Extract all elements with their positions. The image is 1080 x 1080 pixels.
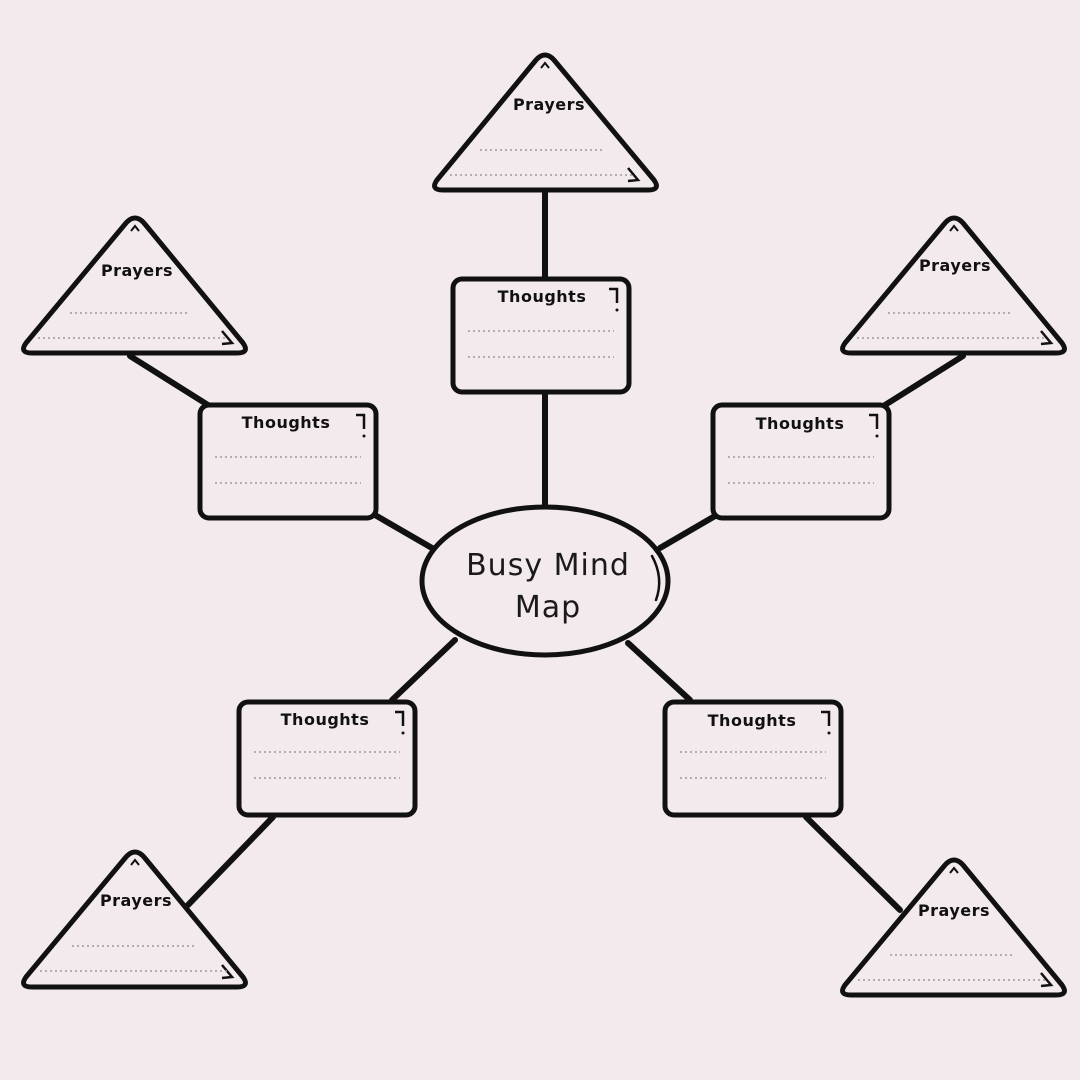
connector-right-thought-prayer — [882, 353, 966, 408]
connector-bottom-left-thought-prayer — [185, 814, 276, 908]
thought-box-right — [710, 402, 892, 521]
prayer-label-bottom-right: Prayers — [917, 901, 991, 920]
prayer-label-top: Prayers — [512, 95, 586, 114]
connector-center-left — [372, 512, 435, 551]
thought-box-left — [197, 402, 379, 521]
thought-label-right: Thoughts — [755, 414, 845, 433]
center-title-line1: Busy Mind — [466, 548, 630, 583]
thought-label-top: Thoughts — [497, 287, 587, 306]
center-node — [419, 504, 671, 658]
thought-label-bottom-right: Thoughts — [707, 711, 797, 730]
thought-label-left: Thoughts — [241, 413, 331, 432]
prayer-triangle-top — [432, 52, 659, 193]
center-title: Busy Mind Map — [433, 545, 663, 629]
connector-center-right — [657, 513, 718, 551]
prayer-triangle-bottom-left — [21, 849, 248, 990]
connector-center-bottom-left — [389, 637, 458, 703]
center-title-line2: Map — [514, 590, 582, 625]
thought-box-bottom-left — [236, 699, 418, 818]
thought-box-bottom-right — [662, 699, 844, 818]
thought-label-bottom-left: Thoughts — [280, 710, 370, 729]
prayer-label-left: Prayers — [100, 261, 174, 280]
prayer-triangle-bottom-right — [840, 857, 1067, 998]
connector-left-thought-prayer — [127, 353, 211, 408]
prayer-label-right: Prayers — [918, 256, 992, 275]
thought-box-top — [450, 276, 632, 395]
prayer-label-bottom-left: Prayers — [99, 891, 173, 910]
connector-bottom-right-thought-prayer — [803, 814, 903, 913]
connector-center-bottom-right — [625, 640, 693, 703]
prayer-triangle-right — [840, 215, 1067, 356]
prayer-triangle-left — [21, 215, 248, 356]
